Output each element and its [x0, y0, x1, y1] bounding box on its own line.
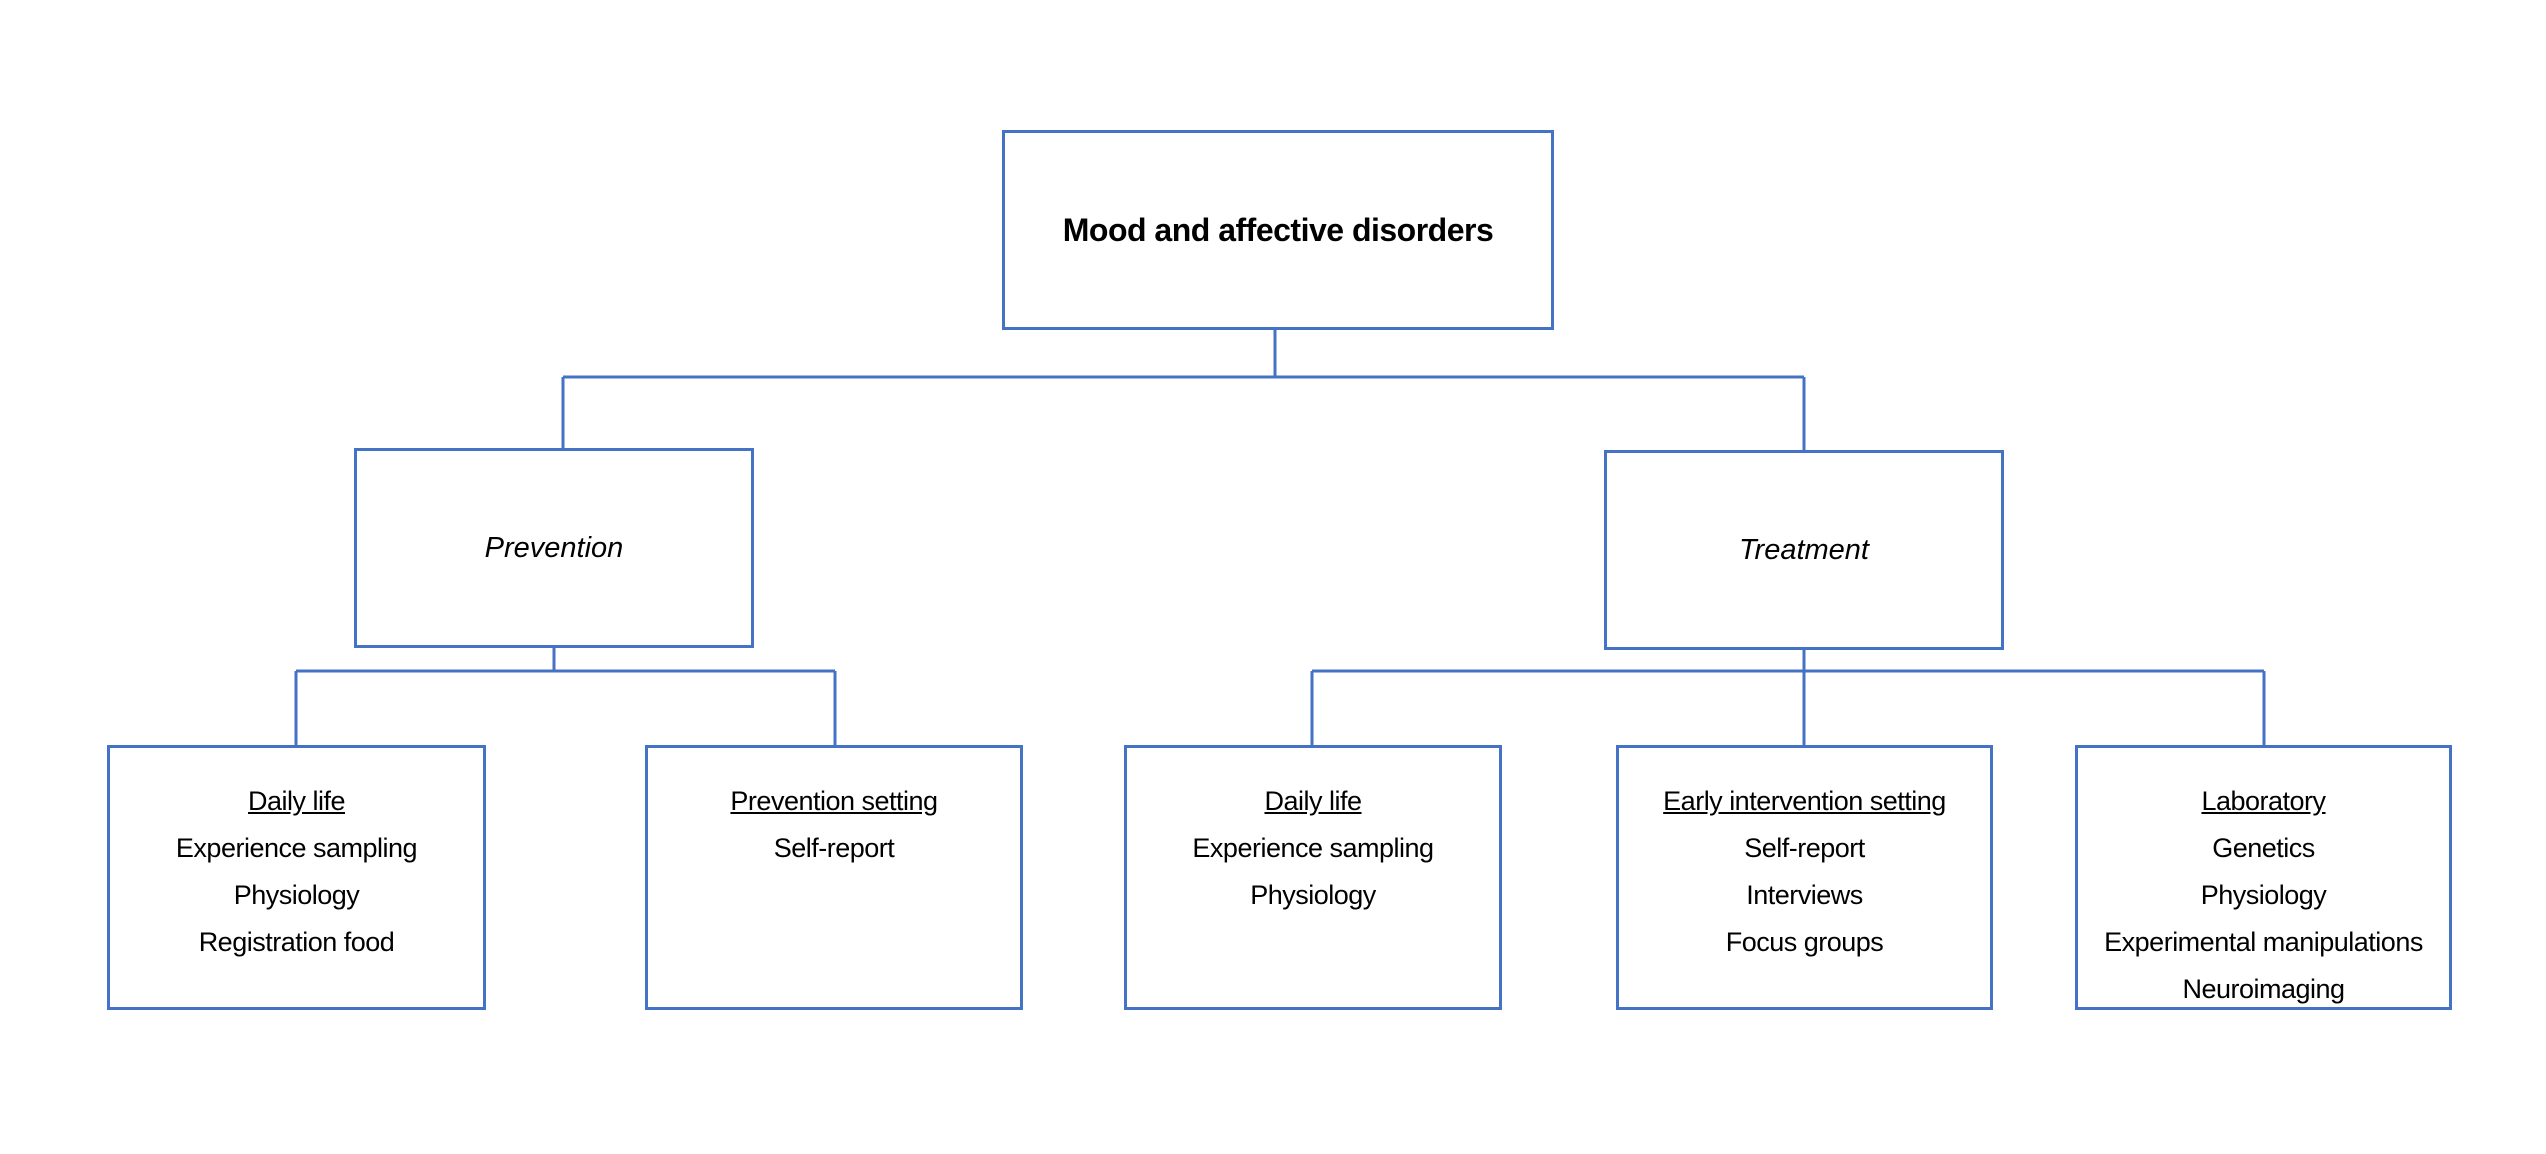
laboratory-node: Laboratory Genetics Physiology Experimen… — [2075, 745, 2452, 1010]
node-item: Neuroimaging — [2182, 974, 2345, 1004]
node-item: Physiology — [1250, 880, 1376, 910]
prevention-node: Prevention — [354, 448, 754, 648]
node-item: Self-report — [773, 833, 895, 863]
treatment-node: Treatment — [1604, 450, 2004, 650]
node-item: Experimental manipulations — [2104, 927, 2423, 957]
node-heading: Early intervention setting — [1663, 786, 1946, 816]
node-heading: Prevention setting — [730, 786, 938, 816]
node-item: Physiology — [233, 880, 360, 910]
treatment-title: Treatment — [1738, 533, 1869, 566]
node-item: Focus groups — [1725, 927, 1884, 957]
node-item: Experience sampling — [175, 833, 418, 863]
prevention-title: Prevention — [484, 531, 624, 564]
node-item: Physiology — [2200, 880, 2327, 910]
node-heading: Laboratory — [2201, 786, 2326, 816]
prevention-daily-life-node: Daily life Experience sampling Physiolog… — [107, 745, 486, 1010]
root-title: Mood and affective disorders — [1062, 211, 1494, 248]
node-heading: Daily life — [247, 786, 346, 816]
treatment-daily-life-node: Daily life Experience sampling Physiolog… — [1124, 745, 1502, 1010]
prevention-setting-node: Prevention setting Self-report — [645, 745, 1023, 1010]
node-heading: Daily life — [1264, 786, 1362, 816]
node-item: Registration food — [198, 927, 395, 957]
node-item: Genetics — [2212, 833, 2315, 863]
node-item: Experience sampling — [1192, 833, 1434, 863]
node-item: Self-report — [1744, 833, 1865, 863]
node-item: Interviews — [1746, 880, 1863, 910]
root-node: Mood and affective disorders — [1002, 130, 1554, 330]
early-intervention-setting-node: Early intervention setting Self-report I… — [1616, 745, 1993, 1010]
